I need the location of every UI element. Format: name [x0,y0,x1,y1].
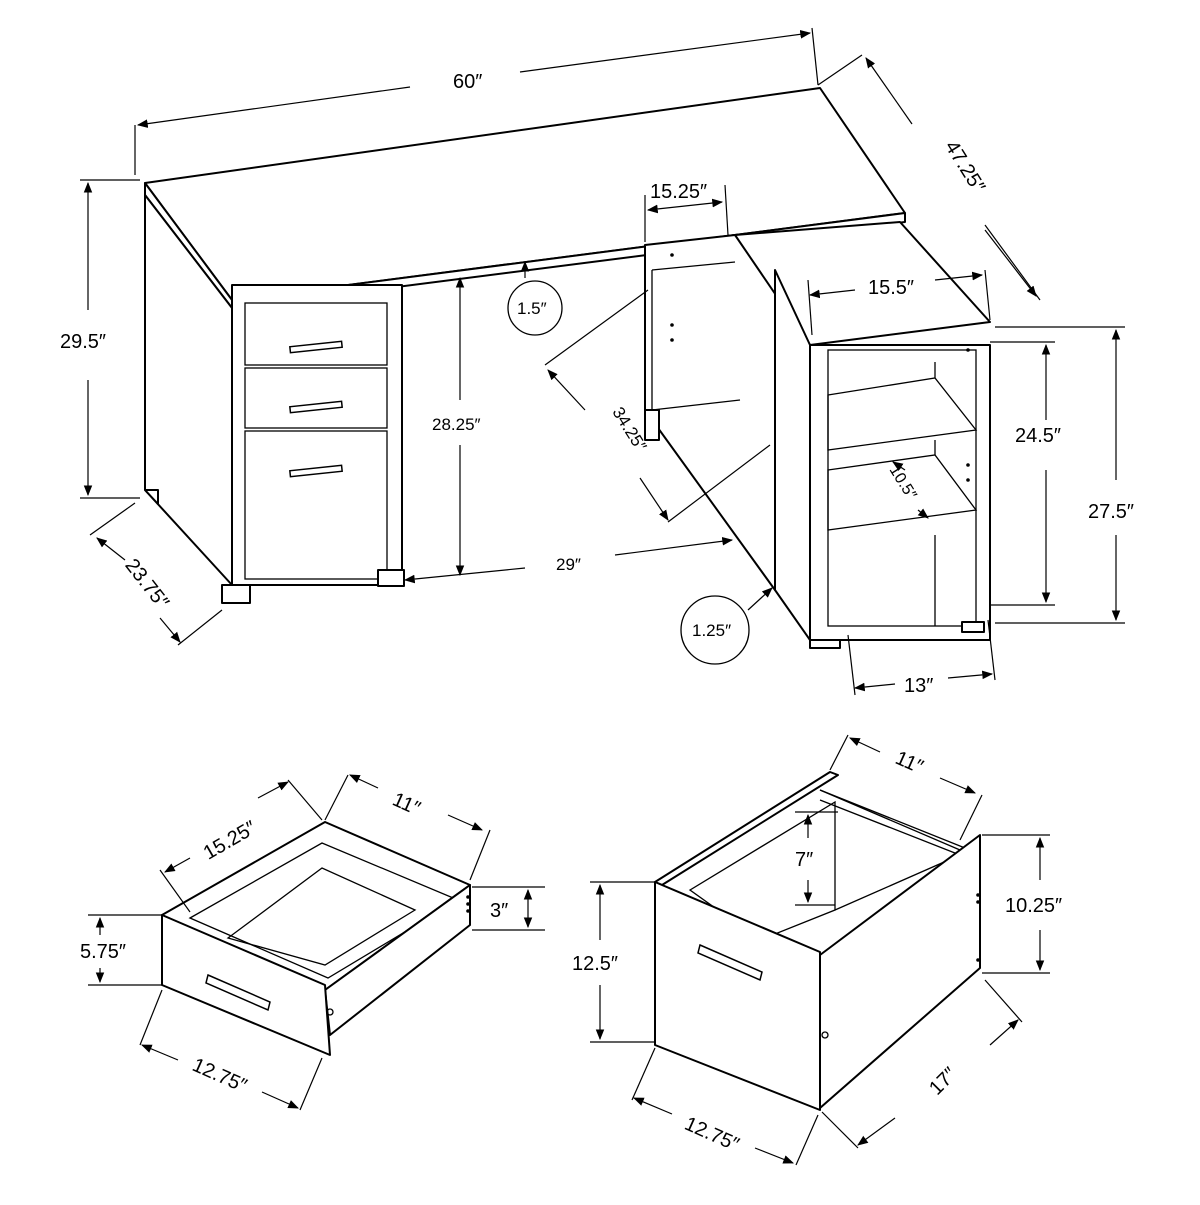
drawer-handle [289,464,343,478]
dim-label-small-drawer-front-height: 5.75″ [80,941,126,963]
pedestal-front [231,284,403,586]
drawer-handle [289,400,343,414]
detail-callout-circle [507,280,563,336]
dim-label-knee-height: 28.25″ [432,415,481,434]
bookcase-foot [809,639,841,649]
dim-label-bookcase-top: 15.5″ [868,277,914,299]
drawer-front-file [244,430,388,580]
dim-label-width: 60″ [453,71,482,93]
file-drawer-dimensions [590,734,1050,1166]
bookcase-shelf [827,454,978,531]
dim-label-file-drawer-front-height: 12.5″ [572,953,618,975]
dim-label-small-drawer-side-height: 3″ [490,900,508,922]
small-drawer-handle [205,973,271,1012]
desk-drawing [144,87,991,649]
pedestal-foot [377,569,405,587]
dim-label-file-drawer-front-width: 12.75″ [681,1113,742,1156]
dim-label-file-drawer-width: 11″ [892,747,926,778]
dim-label-file-drawer-inner-height: 7″ [795,849,813,871]
dim-label-file-drawer-depth: 17″ [925,1063,961,1099]
small-drawer-front [161,914,331,1056]
return-side [644,234,776,591]
file-drawer-handle [697,943,763,982]
bookcase-shelf [827,377,978,451]
file-drawer-side [819,834,981,1109]
dim-label-file-drawer-back-height: 10.25″ [1005,895,1062,917]
dim-label-small-drawer-front-width: 12.75″ [189,1054,250,1097]
dim-label-small-drawer-width: 11″ [389,789,423,820]
file-drawer-drawing [654,771,981,1111]
return-foot [644,409,660,441]
dim-label-pedestal-depth: 23.75″ [120,555,173,614]
desk-dimensions [80,27,1125,696]
dim-label-base-gap: 1.25″ [692,621,731,640]
dim-label-small-drawer-length: 15.25″ [200,817,260,865]
file-drawer-front [654,881,821,1111]
dim-label-bookcase-height: 27.5″ [1088,501,1134,523]
detail-callout-circle [680,595,750,665]
dim-label-height: 29.5″ [60,331,106,353]
pedestal-foot [221,584,251,604]
drawer-handle [289,340,343,354]
bookcase-foot [961,621,985,633]
small-drawer-drawing [161,821,471,1056]
drawer-front-middle [244,367,388,429]
dim-label-bookcase-width: 13″ [904,675,933,697]
dim-label-depth: 47.25″ [940,137,989,197]
dim-label-return-width: 15.25″ [650,181,707,203]
drawer-front-top [244,302,388,366]
bookcase-front [809,344,991,641]
dim-label-shelf-opening: 24.5″ [1015,425,1061,447]
dim-label-top-thickness: 1.5″ [517,299,547,318]
small-drawer-dimensions [88,774,545,1111]
dim-label-knee-width: 29″ [556,555,581,574]
